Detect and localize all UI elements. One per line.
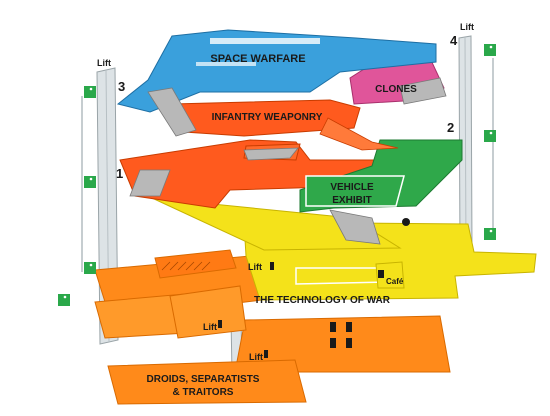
exit-icon	[84, 176, 96, 188]
lift-label-right: Lift	[460, 22, 474, 32]
droids-label-line2: & TRAITORS	[173, 387, 234, 398]
right-lift-shaft	[458, 35, 494, 253]
space-warfare-floor	[116, 29, 437, 113]
lift-label-left: Lift	[97, 58, 111, 68]
ground-floor	[94, 249, 451, 405]
level-number-1: 1	[116, 166, 123, 181]
exit-icon	[84, 86, 96, 98]
lift-label-mid-2: Lift	[203, 322, 217, 332]
space-warfare-label: SPACE WARFARE	[210, 53, 305, 65]
lift-label-mid-1: Lift	[248, 262, 262, 272]
cafe-label: Café	[386, 277, 404, 286]
toilet-icon	[330, 338, 336, 348]
technology-floor	[151, 197, 537, 301]
wheelchair-icon	[402, 218, 410, 226]
staircases	[129, 77, 447, 245]
toilet-icon	[330, 322, 336, 332]
baby-change-icon	[346, 338, 352, 348]
level-number-4: 4	[450, 33, 458, 48]
exit-icons	[58, 44, 496, 306]
level-number-3: 3	[118, 79, 125, 94]
droids-label-line1: DROIDS, SEPARATISTS	[147, 374, 260, 385]
level-number-2: 2	[447, 120, 454, 135]
infantry-weaponry-label: INFANTRY WEAPONRY	[212, 112, 323, 123]
vehicle-floor	[299, 139, 463, 213]
exit-icon	[484, 44, 496, 56]
amenity-icons	[218, 218, 410, 358]
lift-person-icon	[264, 350, 268, 358]
vehicle-label-line1: VEHICLE	[330, 182, 374, 193]
toilet-icon	[346, 322, 352, 332]
exit-icon	[84, 262, 96, 274]
technology-label: THE TECHNOLOGY OF WAR	[254, 295, 391, 306]
vehicle-label-line2: EXHIBIT	[332, 195, 371, 206]
cafe-icon	[378, 270, 384, 278]
exit-icon	[58, 294, 70, 306]
exit-icon	[484, 130, 496, 142]
lift-person-icon	[270, 262, 274, 270]
lift-person-icon	[218, 320, 222, 328]
lift-label-mid-3: Lift	[249, 352, 263, 362]
exit-icon	[484, 228, 496, 240]
clones-label: CLONES	[375, 84, 417, 95]
